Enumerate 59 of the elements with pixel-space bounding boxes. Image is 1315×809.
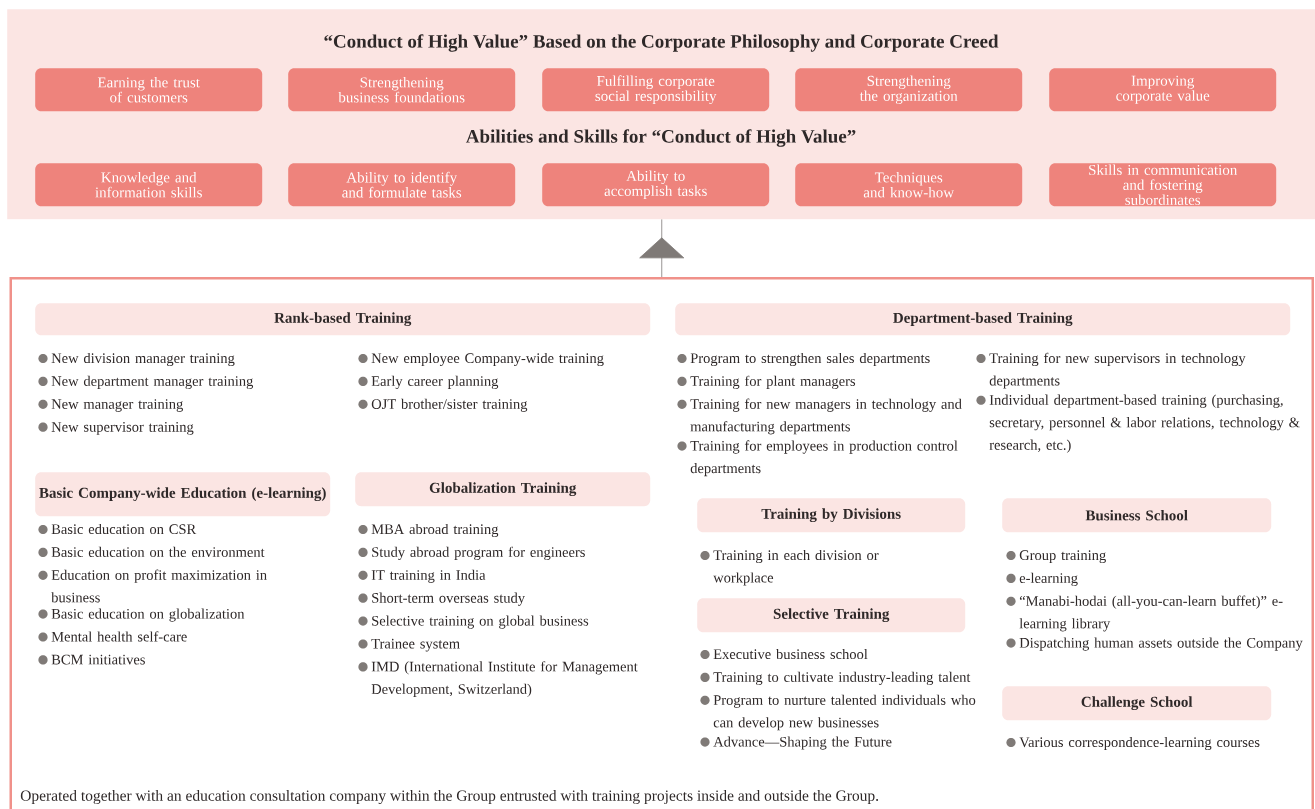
value-box: Strengthening the organization [795, 68, 1023, 112]
heading: Abilities and Skills for “Conduct of High Value” [465, 129, 856, 147]
list-item: OJT brother/sister training [358, 398, 528, 412]
list-item: New division manager training [38, 352, 235, 367]
value-box: Earning the trust of customers [35, 68, 263, 112]
value-box: Techniques and know-how [795, 163, 1023, 207]
list-item: New supervisor training [38, 422, 194, 435]
heading: “Conduct of High Value” Based on the Corporate Philosophy and Corporate Creed [324, 34, 999, 52]
list-item: Training for plant managers [677, 375, 856, 389]
list-item: Training for new managers in technology and manufacturing departments [677, 398, 962, 435]
list-item: Program to strengthen sales departments [677, 352, 930, 367]
value-box: Ability to identify and formulate tasks [288, 163, 516, 207]
list-item: Dispatching human assets outside the Company [1006, 637, 1303, 651]
list-item: Training to cultivate industry-leading talent [700, 671, 971, 685]
section-header: Training by Divisions [697, 498, 966, 533]
list-item: New employee Company-wide training [358, 352, 604, 367]
list-item: Training for employees in production control departments [677, 440, 958, 477]
section-header: Basic Company-wide Education (e-learning) [35, 472, 331, 517]
list-item: Trainee system [358, 638, 460, 652]
list-item: Advance—Shaping the Future [700, 736, 892, 750]
section-header: Challenge School [1002, 686, 1272, 721]
list-item: Program to nurture talented individuals who can develop new businesses [700, 694, 976, 731]
arrow [639, 219, 685, 278]
list-item: New department manager training [38, 375, 254, 389]
list-item: Short-term overseas study [358, 592, 525, 606]
value-box: Strengthening business foundations [288, 68, 516, 112]
list-item: MBA abroad training [358, 523, 499, 538]
section-header: Selective Training [697, 598, 966, 633]
list-item: IT training in India [358, 569, 486, 583]
list-item: Basic education on globalization [38, 608, 245, 622]
frame [9, 277, 1314, 809]
value-box: Fulfilling corporate social responsibility [542, 68, 770, 112]
list-item: Training in each division or workplace [700, 549, 879, 586]
list-item: Various correspondence-learning courses [1006, 736, 1260, 751]
list-item: Study abroad program for engineers [358, 546, 585, 560]
value-box: Ability to accomplish tasks [542, 163, 770, 207]
list-item: Early career planning [358, 375, 499, 389]
list-item: New manager training [38, 399, 183, 412]
list-item: Education on profit maximization in business [38, 569, 267, 603]
list-item: BCM initiatives [38, 654, 145, 665]
list-item: Training for new supervisors in technology departments [976, 352, 1246, 389]
section-header: Globalization Training [355, 472, 651, 507]
section-header: Business School [1002, 498, 1272, 533]
list-item: Basic education on CSR [38, 523, 197, 535]
value-box: Skills in communication and fostering subordinates [1049, 163, 1277, 207]
list-item: Group training [1006, 550, 1106, 564]
value-box: Improving corporate value [1049, 68, 1277, 112]
list-item: “Manabi-hodai (all-you-can-learn buffet)” e-learning library [1006, 595, 1283, 632]
section-header: Department-based Training [675, 303, 1291, 336]
value-box: Knowledge and information skills [35, 163, 263, 207]
list-item: Executive business school [700, 648, 868, 660]
list-item: Individual department-based training (purchasing, secretary, personnel & labor relations, technology & research, etc.) [976, 394, 1300, 453]
footnote: Operated together with an education consultation company within the Group entrusted with training projects inside and outside the Group. [20, 789, 879, 805]
list-item: Basic education on the environment [38, 546, 265, 557]
list-item: Selective training on global business [358, 615, 589, 629]
section-header: Rank-based Training [35, 303, 651, 336]
list-item: Mental health self-care [38, 631, 187, 642]
list-item: IMD (International Institute for Management Development, Switzerland) [358, 661, 638, 697]
list-item: e-learning [1006, 572, 1078, 586]
